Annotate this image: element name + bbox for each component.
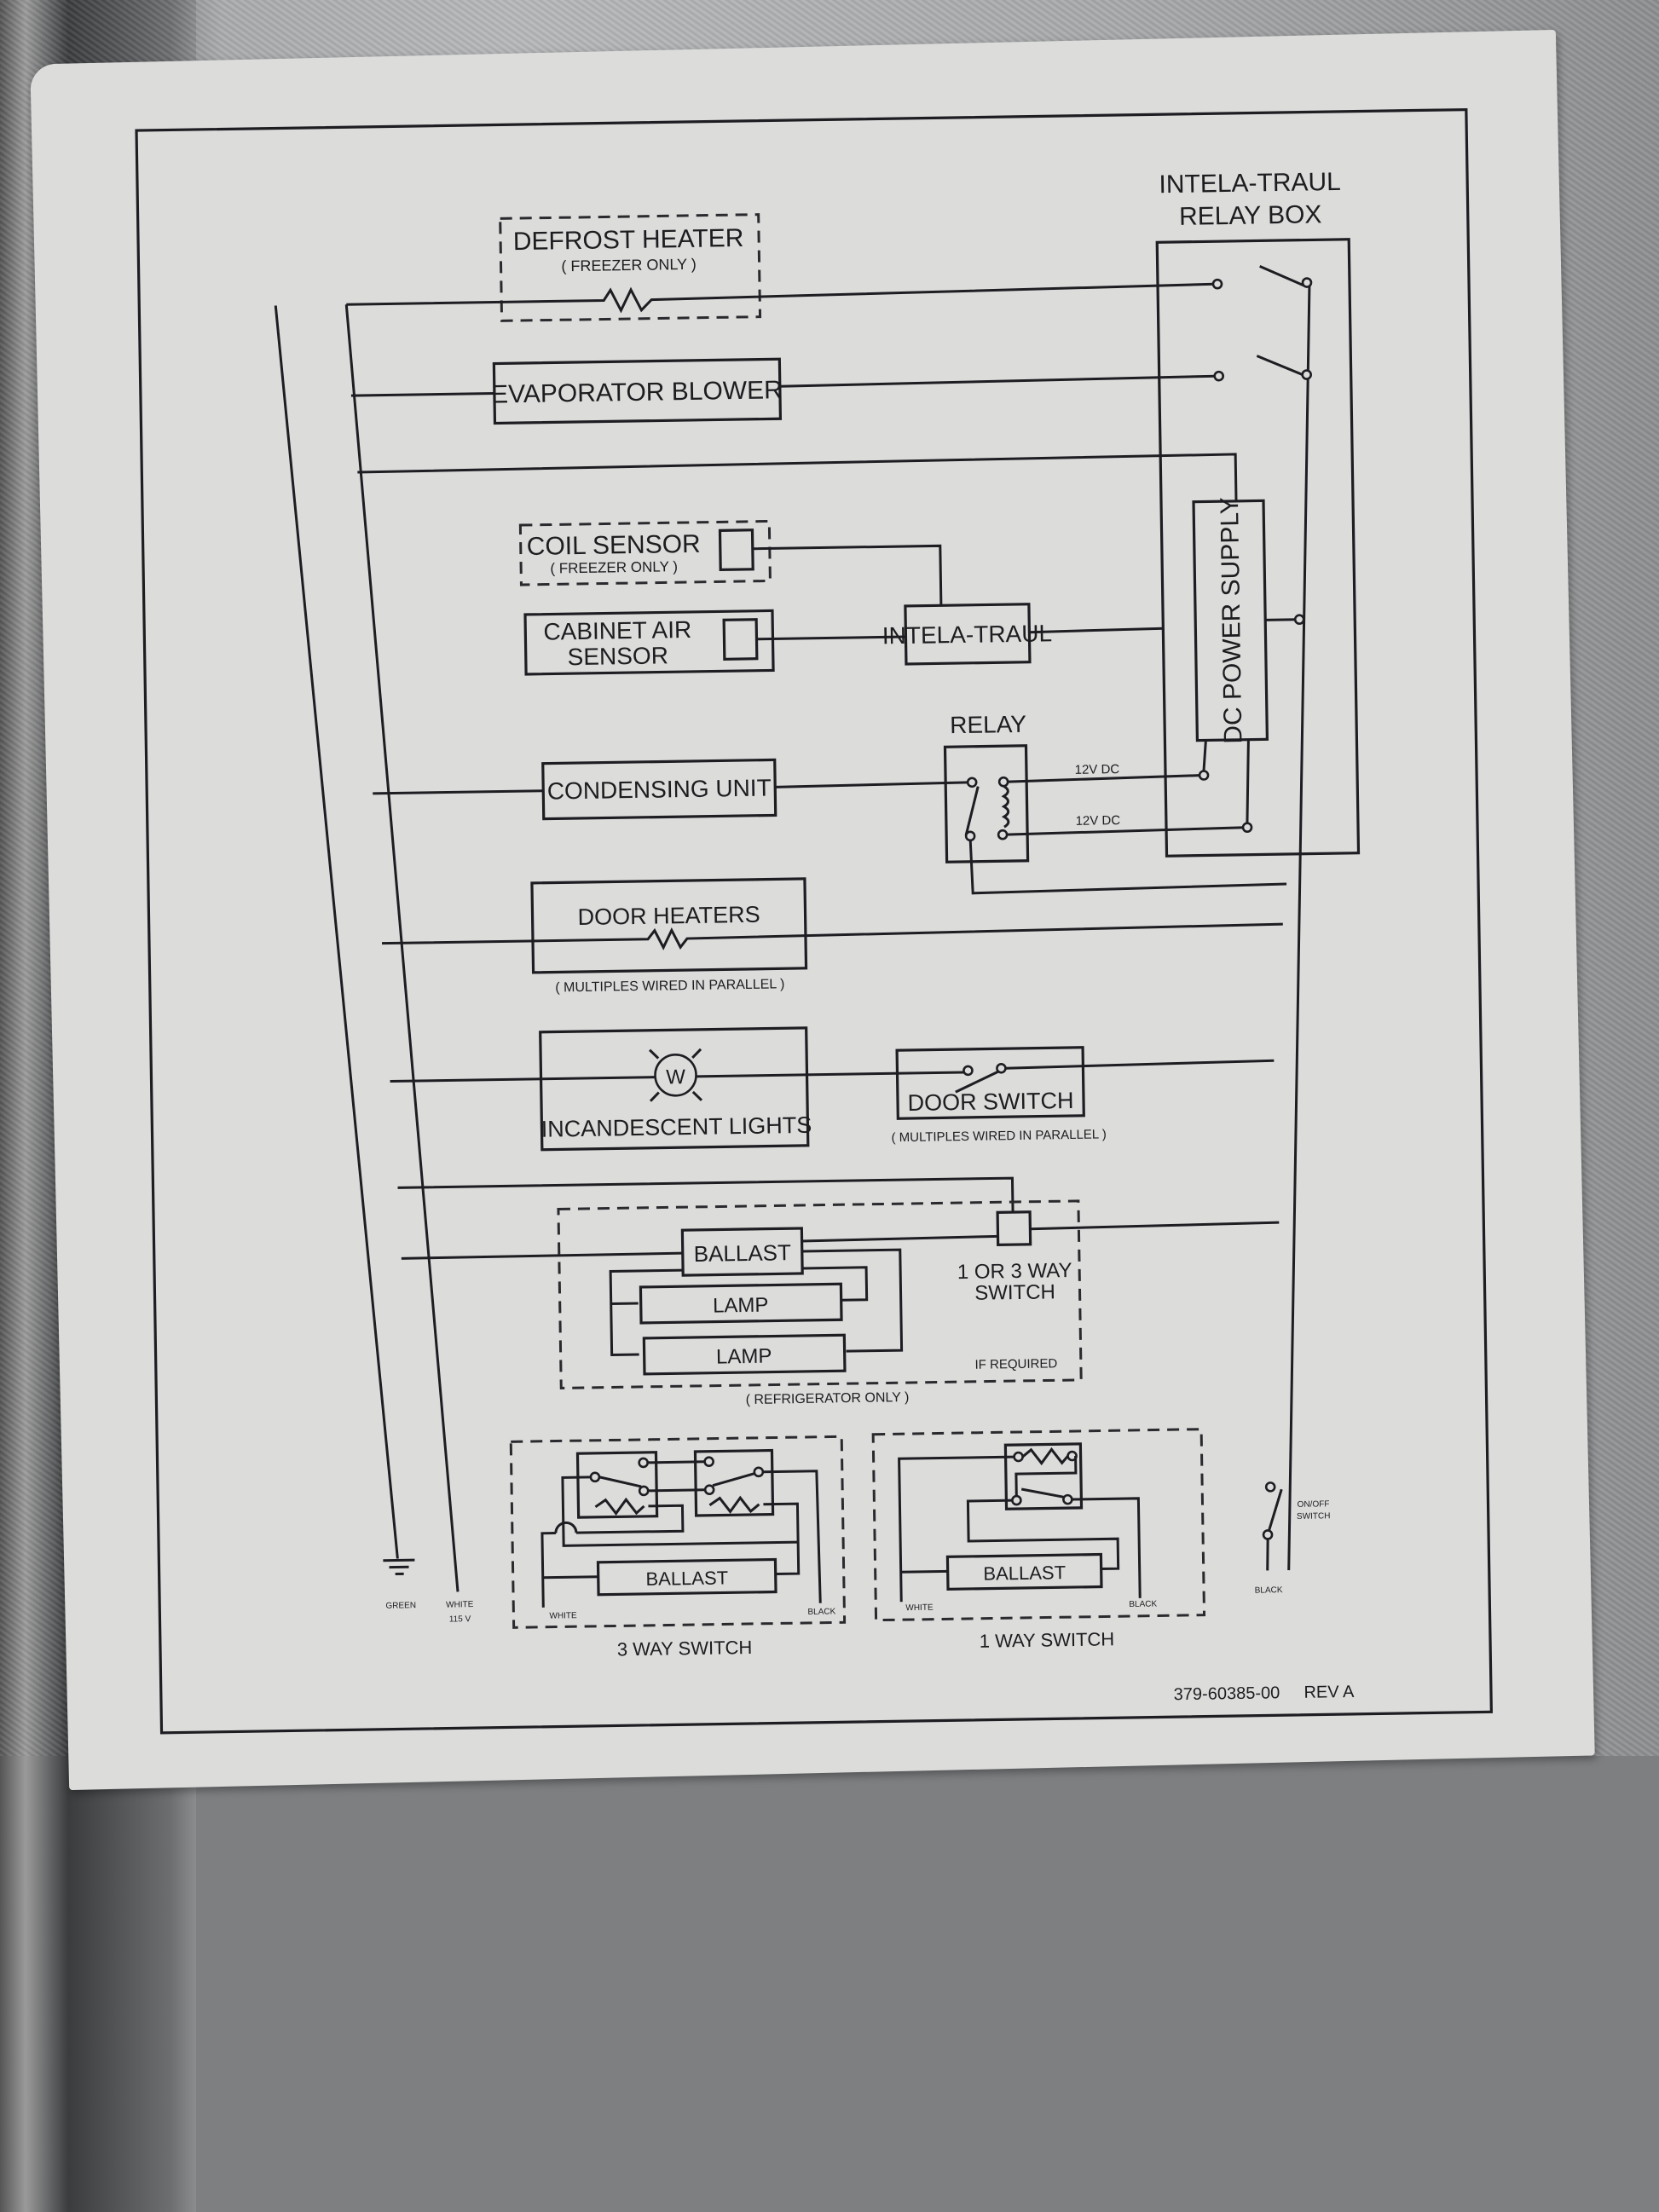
lamp2-label: LAMP	[716, 1345, 772, 1369]
revision-label: REV A	[1304, 1683, 1355, 1702]
light-switch-icon	[996, 1210, 1032, 1246]
three-way-white-label: WHITE	[549, 1611, 577, 1621]
relay-label: RELAY	[950, 711, 1027, 738]
defrost-heater-label: DEFROST HEATER	[513, 224, 744, 256]
fluorescent-lighting: BALLAST 1 OR 3 WAY SWITCH IF REQUIRED LA…	[397, 1176, 1280, 1407]
left-bus-wire	[344, 304, 460, 1592]
ground-bus-wire	[274, 305, 399, 1559]
refrigerator-only-note: ( REFRIGERATOR ONLY )	[746, 1390, 910, 1407]
controller-label: INTELA-TRAUL	[882, 620, 1053, 649]
door-heaters-label: DOOR HEATERS	[577, 902, 760, 930]
one-way-white-label: WHITE	[905, 1603, 934, 1614]
door-heaters-note: ( MULTIPLES WIRED IN PARALLEL )	[555, 977, 784, 995]
dc-supply-feed-wire	[357, 453, 1238, 501]
defrost-heater: DEFROST HEATER ( FREEZER ONLY )	[346, 213, 1313, 322]
relay-switch-icon	[964, 786, 980, 836]
resistor-icon	[1021, 1447, 1069, 1466]
right-bus-wire	[1287, 282, 1311, 1571]
switch-icon	[955, 1070, 999, 1094]
neutral-voltage: 115 V	[449, 1614, 471, 1624]
on-off-switch-label-line1: ON/OFF	[1298, 1499, 1330, 1510]
fluorescent-switch-label-line2: SWITCH	[974, 1280, 1055, 1304]
relay-box	[1155, 238, 1361, 858]
relay-voltage-bottom: 12V DC	[1075, 813, 1120, 829]
document-number: 379-60385-00	[1174, 1684, 1280, 1704]
on-off-switch[interactable]: ON/OFF SWITCH BLACK	[1253, 1481, 1332, 1596]
neutral-terminal: WHITE 115 V	[446, 1600, 474, 1624]
relay-voltage-top: 12V DC	[1075, 762, 1120, 777]
relay-contact-icon	[1259, 265, 1308, 288]
three-way-black-label: BLACK	[807, 1607, 835, 1617]
lamp-tube	[642, 1333, 847, 1376]
fluorescent-switch-label-line1: 1 OR 3 WAY	[957, 1259, 1072, 1284]
relay-box-title-line1: INTELA-TRAUL	[1159, 168, 1341, 199]
cabinet-air-sensor: CABINET AIR SENSOR	[523, 609, 906, 676]
sensor-icon	[722, 618, 759, 661]
if-required-note: IF REQUIRED	[974, 1356, 1057, 1372]
condensing-unit-label: CONDENSING UNIT	[547, 774, 772, 804]
ground-terminal: GREEN	[383, 1558, 416, 1611]
relay-contact-icon	[1256, 355, 1308, 378]
fluorescent-ballast-label: BALLAST	[693, 1239, 791, 1267]
lamp-icon	[654, 1053, 697, 1097]
ground-label: GREEN	[385, 1601, 416, 1611]
resistor-icon	[382, 922, 1283, 950]
door-heaters: DOOR HEATERS ( MULTIPLES WIRED IN PARALL…	[382, 877, 1283, 995]
one-way-switch-detail: BALLAST WHITE BLACK 1 WAY SWITCH	[871, 1428, 1206, 1652]
coil-sensor-note: ( FREEZER ONLY )	[550, 558, 678, 576]
neutral-label: WHITE	[446, 1600, 474, 1610]
intela-traul-controller: INTELA-TRAUL	[882, 603, 1164, 666]
cabinet-air-sensor-label-line2: SENSOR	[567, 642, 668, 670]
switch-icon	[1266, 1488, 1283, 1535]
one-way-black-label: BLACK	[1129, 1599, 1157, 1609]
coil-sensor: COIL SENSOR ( FREEZER ONLY )	[518, 519, 943, 606]
door-switch: DOOR SWITCH ( MULTIPLES WIRED IN PARALLE…	[891, 1046, 1275, 1145]
resistor-icon	[708, 1495, 760, 1514]
on-off-switch-label-line2: SWITCH	[1297, 1511, 1331, 1522]
lamp1-label: LAMP	[713, 1294, 769, 1318]
three-way-switch-detail: BALLAST WHITE BLACK 3 WAY SWITCH	[509, 1435, 847, 1660]
coil-sensor-label: COIL SENSOR	[527, 530, 701, 561]
door-switch-note: ( MULTIPLES WIRED IN PARALLEL )	[891, 1127, 1107, 1145]
relay-coil-icon	[1001, 784, 1010, 829]
dc-power-supply: DC POWER SUPPLY	[1192, 497, 1305, 744]
ground-icon	[383, 1558, 415, 1562]
evaporator-blower: EVAPORATOR BLOWER	[350, 355, 1312, 425]
relay: RELAY 12V DC 12V DC	[943, 711, 1287, 895]
relay-box-title-line2: RELAY BOX	[1179, 200, 1322, 231]
resistor-icon	[594, 1497, 645, 1516]
lamp-tube	[639, 1282, 843, 1325]
lamp-symbol: W	[666, 1066, 685, 1089]
evaporator-blower-label: EVAPORATOR BLOWER	[491, 376, 783, 408]
cabinet-metal-lower	[196, 1756, 1659, 2212]
incandescent-lights: W INCANDESCENT LIGHTS	[390, 1026, 964, 1152]
on-off-black-label: BLACK	[1255, 1585, 1283, 1596]
sensor-icon	[718, 528, 754, 572]
three-way-ballast-label: BALLAST	[645, 1567, 728, 1590]
defrost-heater-note: ( FREEZER ONLY )	[561, 256, 697, 274]
one-way-switch-title: 1 WAY SWITCH	[980, 1628, 1115, 1651]
door-switch-label: DOOR SWITCH	[907, 1088, 1073, 1116]
condensing-unit: CONDENSING UNIT	[373, 758, 968, 821]
incandescent-lights-label: INCANDESCENT LIGHTS	[540, 1112, 812, 1142]
diagram-frame	[135, 107, 1493, 1735]
one-way-ballast-label: BALLAST	[983, 1562, 1066, 1585]
resistor-icon	[346, 282, 1218, 314]
three-way-switch-title: 3 WAY SWITCH	[617, 1637, 753, 1660]
dc-power-supply-label: DC POWER SUPPLY	[1216, 497, 1248, 744]
cabinet-air-sensor-label-line1: CABINET AIR	[543, 616, 691, 645]
